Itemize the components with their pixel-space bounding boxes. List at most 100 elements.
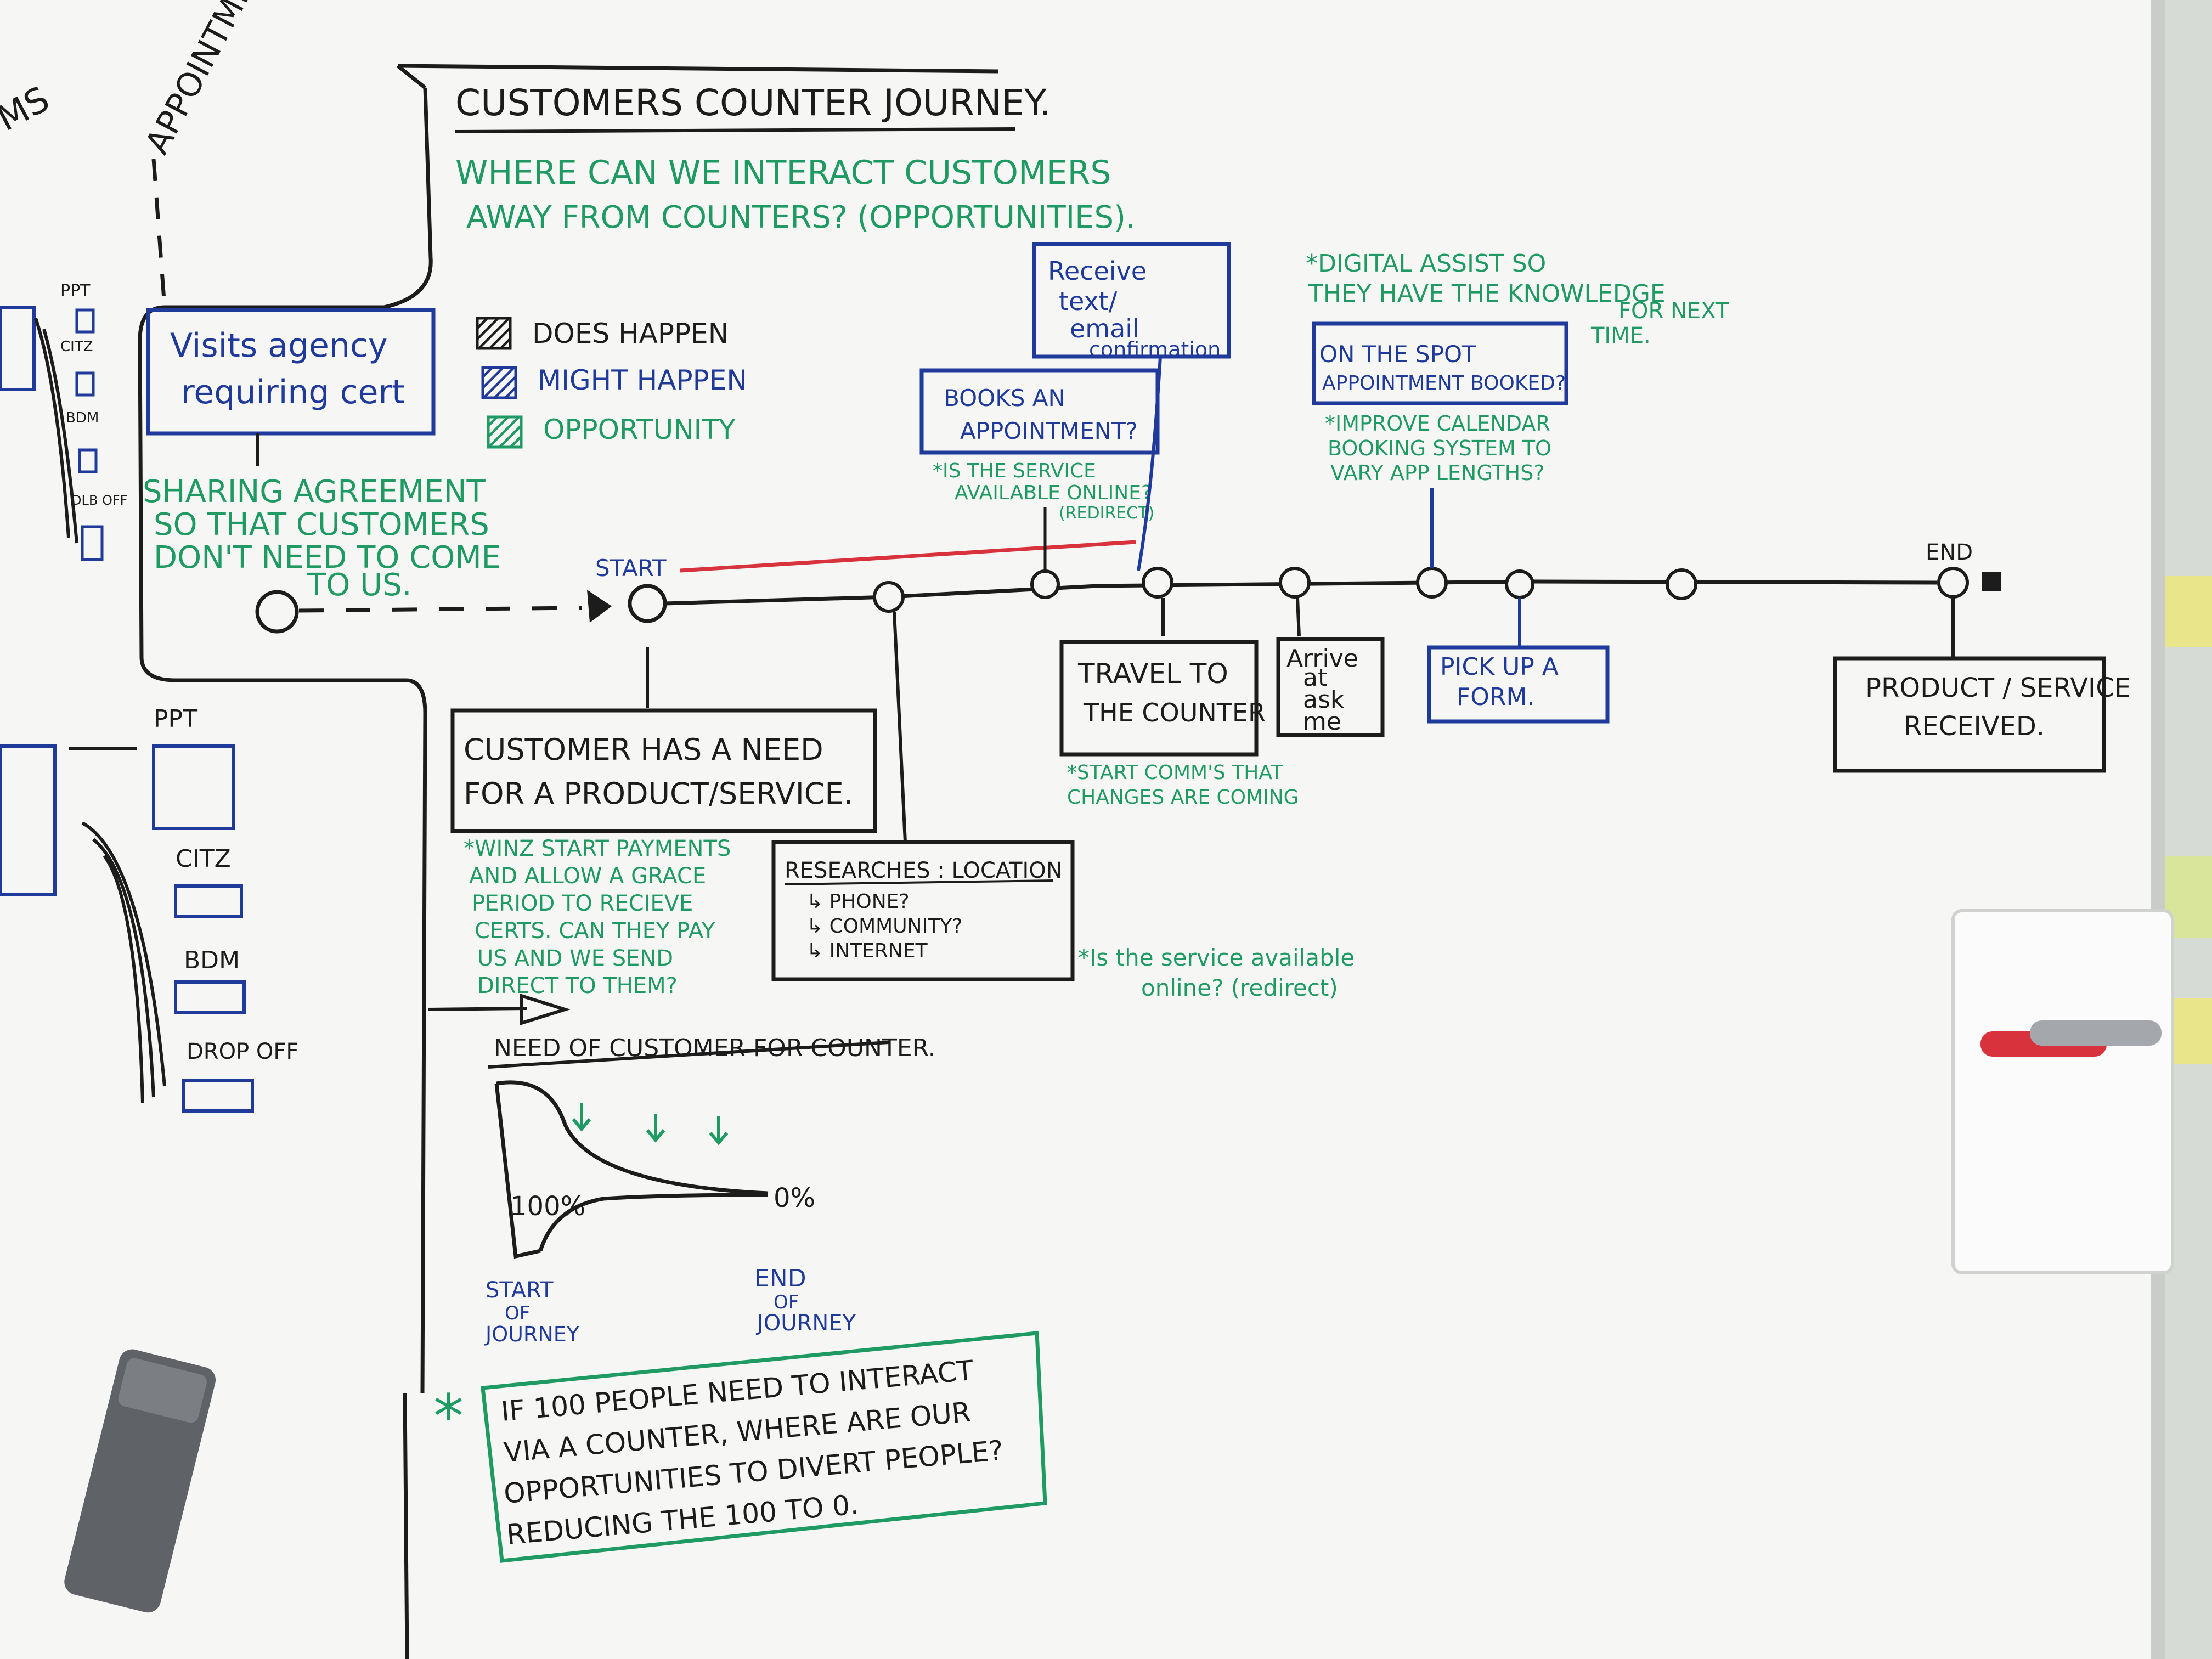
researches-item: ↳ PHONE?: [806, 890, 910, 913]
books-appointment-text: BOOKS AN: [944, 385, 1065, 411]
customer-need-box: [450, 708, 877, 833]
product-received-text: RECEIVED.: [1904, 711, 2045, 742]
legend: DOES HAPPEN MIGHT HAPPEN OPPORTUNITY: [476, 317, 747, 449]
pick-up-form-text: PICK UP A: [1440, 653, 1559, 681]
board-frame-right: [2151, 0, 2165, 1659]
journey-question: WHERE CAN WE INTERACT CUSTOMERS: [455, 154, 1111, 192]
marker-tray: [1951, 909, 2174, 1274]
channel-label: BDM: [184, 946, 240, 974]
books-note: (REDIRECT): [1059, 504, 1154, 523]
channel-box: [0, 744, 57, 896]
end-square: [1982, 572, 2001, 591]
digital-assist-note: TIME.: [1590, 323, 1651, 348]
pick-up-form-box: [1427, 645, 1610, 724]
end-label: END: [1926, 540, 1973, 565]
receive-confirmation-text: confirmation: [1089, 337, 1221, 362]
winz-note: *WINZ START PAYMENTS: [464, 836, 731, 861]
customer-need-text: FOR A PRODUCT/SERVICE.: [464, 776, 853, 811]
legend-label-might-happen: MIGHT HAPPEN: [538, 364, 747, 396]
lower-channel-group: PPT CITZ BDM DROP OFF: [0, 705, 298, 1113]
receive-confirmation-text: email: [1070, 314, 1139, 343]
sticky-note: [2165, 576, 2212, 647]
arrive-box: [1276, 637, 1385, 737]
visits-agency-text: Visits agency: [170, 326, 387, 365]
channel-box: [174, 884, 243, 918]
researches-box: [771, 840, 1075, 981]
journey-node: [1416, 567, 1448, 599]
sharing-agreement-note: SO THAT CUSTOMERS: [154, 507, 489, 543]
journey-question: AWAY FROM COUNTERS? (OPPORTUNITIES).: [466, 200, 1136, 235]
product-received-text: PRODUCT / SERVICE: [1865, 673, 2131, 703]
sharing-agreement-note: DON'T NEED TO COME: [154, 540, 501, 575]
need-graph-title: NEED OF CUSTOMER FOR COUNTER.: [494, 1034, 936, 1062]
on-the-spot-text: ON THE SPOT: [1319, 341, 1476, 368]
journey-node: [873, 581, 905, 613]
calendar-note: *IMPROVE CALENDAR: [1325, 411, 1550, 436]
winz-note: CERTS. CAN THEY PAY: [475, 918, 715, 944]
need-graph-lower-curve: [538, 1193, 769, 1252]
journey-node: [1030, 569, 1060, 599]
arrive-text: at: [1303, 664, 1327, 692]
travel-text: THE COUNTER: [1083, 698, 1266, 727]
channel-label: CITZ: [60, 338, 93, 355]
digital-assist-note: FOR NEXT: [1618, 298, 1729, 324]
pick-up-form-text: FORM.: [1457, 683, 1534, 711]
need-graph-end-label: END: [754, 1265, 806, 1293]
receive-confirmation-text: text/: [1059, 286, 1118, 316]
channel-box: [75, 371, 95, 397]
arrive-text: Arrive: [1286, 645, 1358, 673]
legend-swatch-might-happen: [481, 366, 517, 399]
winz-note: DIRECT TO THEM?: [477, 973, 678, 998]
receive-confirmation-text: Receive: [1048, 256, 1147, 286]
start-arrowhead: [587, 590, 612, 623]
researches-item: ↳ INTERNET: [806, 940, 928, 962]
pre-start-node: [255, 590, 299, 634]
legend-label-does-happen: DOES HAPPEN: [532, 318, 729, 349]
journey-boundary-line: [138, 87, 433, 1394]
travel-box: [1059, 640, 1259, 757]
whiteboard-eraser: [64, 1349, 216, 1613]
legend-swatch-does-happen: [476, 317, 512, 350]
red-journey-segment: [680, 540, 1136, 573]
books-appointment-text: APPOINTMENT?: [960, 417, 1138, 444]
bottom-note-box: [481, 1331, 1047, 1563]
books-note: *IS THE SERVICE: [933, 460, 1096, 482]
journey-boundary-line: [403, 1393, 409, 1659]
arrive-text: me: [1303, 708, 1341, 736]
diagram-title: CUSTOMERS COUNTER JOURNEY.: [455, 82, 1051, 124]
digital-assist-note: *DIGITAL ASSIST SO: [1306, 250, 1546, 278]
winz-note: AND ALLOW A GRACE: [469, 864, 706, 889]
need-graph-start-label: OF: [505, 1302, 530, 1324]
pre-start-dashed-line: [298, 606, 582, 613]
need-graph-start-pct: 100%: [510, 1191, 585, 1222]
channel-label: PPT: [60, 281, 91, 301]
wall-right: [2162, 0, 2212, 1659]
customer-need-text: CUSTOMER HAS A NEED: [464, 732, 823, 767]
on-the-spot-text: APPOINTMENT BOOKED?: [1322, 372, 1566, 394]
channel-label: CITZ: [176, 845, 231, 873]
channel-box: [78, 448, 98, 473]
on-the-spot-box: [1312, 321, 1568, 405]
journey-node: [1142, 567, 1173, 599]
journey-boundary-line: [397, 64, 999, 74]
visits-agency-text: requiring cert: [181, 373, 405, 411]
travel-text: TRAVEL TO: [1077, 658, 1228, 690]
need-graph-start-label: START: [486, 1278, 554, 1303]
channel-box: [182, 1079, 254, 1113]
service-online-note: *Is the service available: [1078, 944, 1355, 971]
start-label: START: [595, 555, 667, 582]
channel-box: [152, 744, 235, 830]
researches-item: ↳ COMMUNITY?: [806, 915, 962, 938]
visits-agency-box: [146, 308, 436, 436]
sharing-agreement-note: TO US.: [307, 567, 411, 603]
product-received-box: [1833, 656, 2106, 773]
channel-label: DROP OFF: [187, 1039, 298, 1064]
arrive-text: ask: [1303, 686, 1345, 714]
channel-label: PPT: [154, 705, 198, 733]
travel-note: CHANGES ARE COMING: [1067, 786, 1299, 809]
need-graph-upper-curve: [496, 1080, 769, 1195]
need-graph-axes: [494, 1083, 541, 1259]
channel-box: [81, 525, 104, 561]
travel-note: *START COMM'S THAT: [1067, 761, 1283, 784]
